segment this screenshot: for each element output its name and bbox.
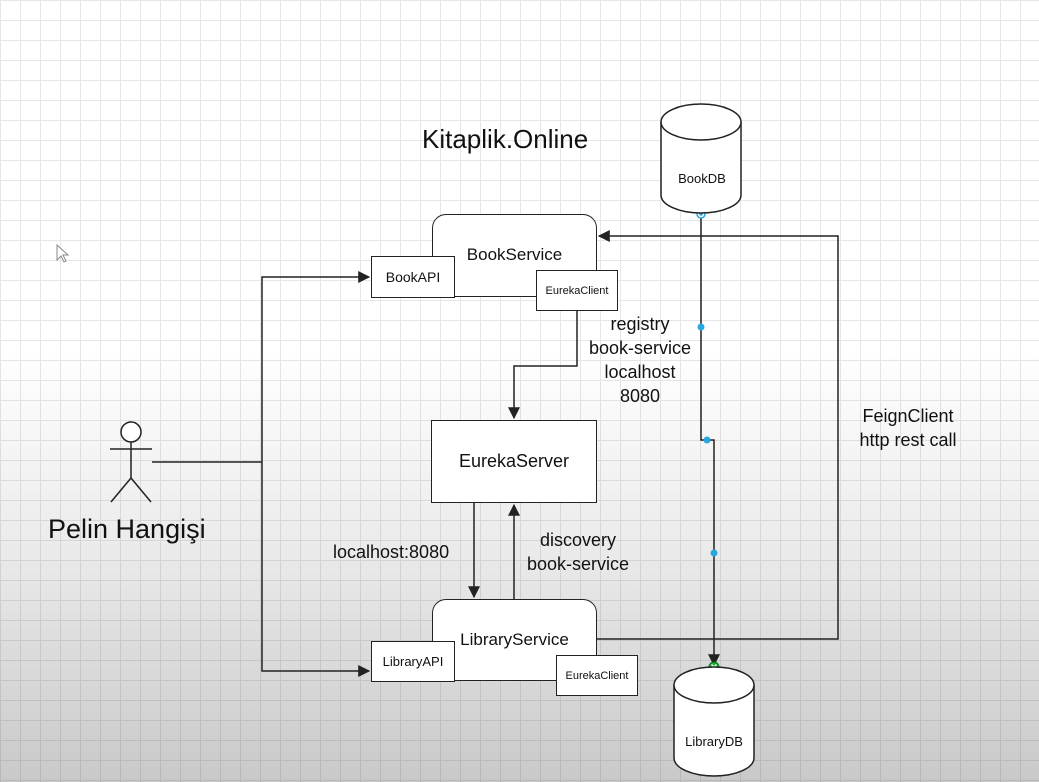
actor-to-libraryapi-arrow (261, 462, 371, 677)
librarydb-label: LibraryDB (685, 734, 743, 749)
library-eureka-client-box[interactable]: EurekaClient (556, 655, 638, 696)
feign-label: FeignClient http rest call (859, 406, 957, 450)
actor-icon (110, 421, 152, 503)
actor-name: Pelin Hangişi (48, 514, 206, 544)
bookdb-cylinder[interactable] (660, 103, 742, 214)
registry-arrow (508, 311, 578, 420)
book-eureka-client-box[interactable]: EurekaClient (536, 270, 618, 311)
bookdb-label: BookDB (678, 171, 726, 186)
mouse-cursor-icon (56, 243, 70, 263)
localhost-label: localhost:8080 (333, 542, 450, 562)
diagram-title: Kitaplik.Online (422, 124, 589, 154)
librarydb-cylinder[interactable] (673, 666, 755, 777)
book-api-box[interactable]: BookAPI (371, 256, 455, 298)
eureka-server-box[interactable]: EurekaServer (431, 420, 597, 503)
registry-label: registry book-service localhost 8080 (588, 314, 692, 406)
actor-to-bookapi-arrow (261, 271, 371, 462)
feign-arrow (597, 230, 839, 640)
discovery-label: discovery book-service (526, 530, 630, 574)
library-api-box[interactable]: LibraryAPI (371, 641, 455, 682)
